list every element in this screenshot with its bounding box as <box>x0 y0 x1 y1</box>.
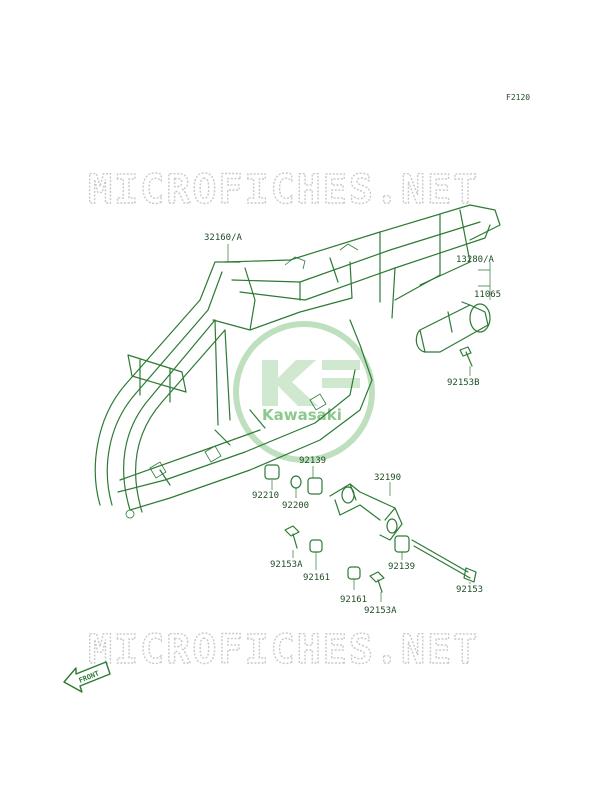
cap-92161-right-icon <box>347 566 361 580</box>
collar-92139-lower-icon <box>394 535 410 553</box>
callout-92153a-right: 92153A <box>364 606 397 616</box>
callout-32160a: 32160/A <box>204 233 243 243</box>
callout-11065: 11065 <box>474 290 501 300</box>
callout-92153a-left: 92153A <box>270 560 303 570</box>
kawasaki-logo-icon: Kawasaki <box>233 321 375 463</box>
bushing-92210-icon <box>264 464 280 480</box>
callout-92161-right: 92161 <box>340 595 367 605</box>
callout-92153b: 92153B <box>447 378 480 388</box>
callout-92139-lower: 92139 <box>388 562 415 572</box>
long-bolt-92153-icon <box>411 539 477 583</box>
figure-code: F2120 <box>506 93 530 102</box>
callout-92153: 92153 <box>456 585 483 595</box>
brand-name: Kawasaki <box>262 406 342 424</box>
bolt-92153b-icon <box>459 346 473 367</box>
watermark-top: MICROFICHES.NET <box>88 167 479 213</box>
leader-lines <box>227 244 491 602</box>
bolt-92153a-right-icon <box>369 571 385 593</box>
front-arrow-icon: FRONT <box>63 661 111 693</box>
bolt-92153a-left-icon <box>284 525 300 549</box>
callout-92161-left: 92161 <box>303 573 330 583</box>
callout-92200: 92200 <box>282 501 309 511</box>
callout-92210: 92210 <box>252 491 279 501</box>
guard-assembly <box>415 301 491 353</box>
cap-92161-left-icon <box>309 539 323 553</box>
washer-92200-icon <box>290 475 302 489</box>
callout-32190: 32190 <box>374 473 401 483</box>
callout-92139-top: 92139 <box>299 456 326 466</box>
watermark-bottom: MICROFICHES.NET <box>88 627 479 673</box>
collar-92139-top-icon <box>307 477 323 495</box>
bracket-32190-icon <box>329 483 403 541</box>
callout-13280a: 13280/A <box>456 255 495 265</box>
main-frame <box>94 204 501 519</box>
